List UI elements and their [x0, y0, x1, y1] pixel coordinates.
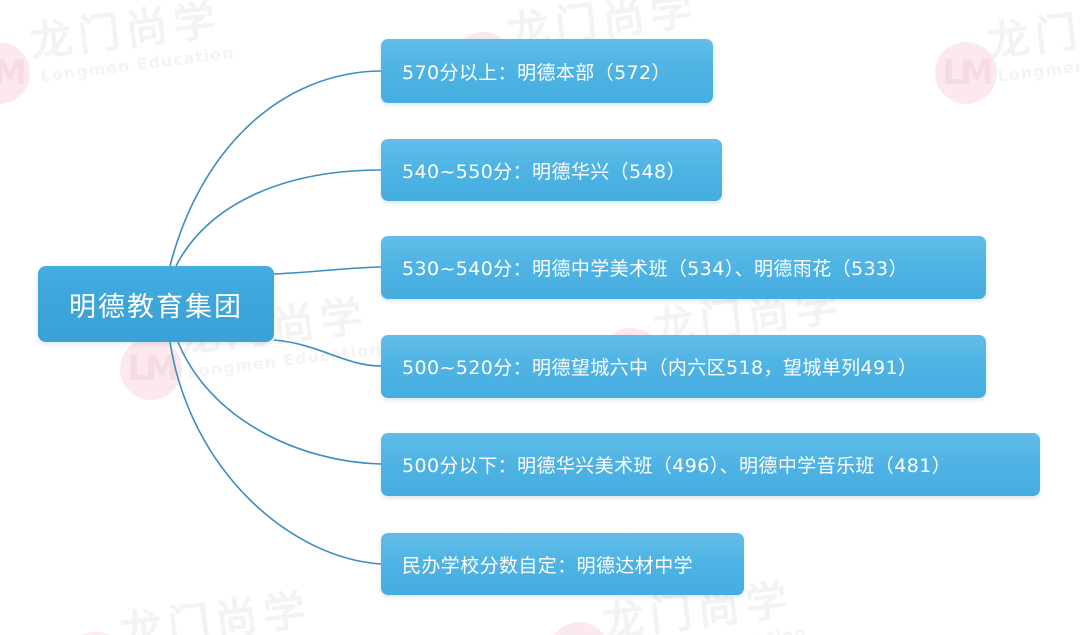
- mindmap-branch-node-5[interactable]: 500分以下：明德华兴美术班（496）、明德中学音乐班（481）: [381, 433, 1040, 496]
- mindmap-branch-node-1[interactable]: 570分以上：明德本部（572）: [381, 39, 713, 103]
- branch-node-label: 540~550分：明德华兴（548）: [402, 160, 686, 183]
- connector-line-4: [273, 339, 382, 367]
- connector-line-3: [273, 266, 382, 275]
- mindmap-branch-node-2[interactable]: 540~550分：明德华兴（548）: [381, 139, 722, 201]
- branch-node-label: 530~540分：明德中学美术班（534）、明德雨花（533）: [402, 258, 908, 280]
- mindmap-branch-node-6[interactable]: 民办学校分数自定：明德达材中学: [381, 533, 744, 595]
- connector-line-1: [169, 70, 382, 267]
- mindmap-branch-node-3[interactable]: 530~540分：明德中学美术班（534）、明德雨花（533）: [381, 236, 986, 299]
- root-node-label: 明德教育集团: [69, 291, 243, 323]
- branch-node-label: 500分以下：明德华兴美术班（496）、明德中学音乐班（481）: [402, 455, 952, 477]
- connector-line-5: [177, 341, 382, 465]
- connector-line-2: [175, 169, 382, 267]
- branch-node-label: 500~520分：明德望城六中（内六区518，望城单列491）: [402, 357, 918, 379]
- branch-node-label: 民办学校分数自定：明德达材中学: [402, 554, 694, 577]
- branch-node-label: 570分以上：明德本部（572）: [402, 61, 671, 84]
- connector-line-6: [169, 341, 382, 565]
- mindmap-branch-node-4[interactable]: 500~520分：明德望城六中（内六区518，望城单列491）: [381, 335, 986, 398]
- mindmap-root-node[interactable]: 明德教育集团: [38, 266, 274, 342]
